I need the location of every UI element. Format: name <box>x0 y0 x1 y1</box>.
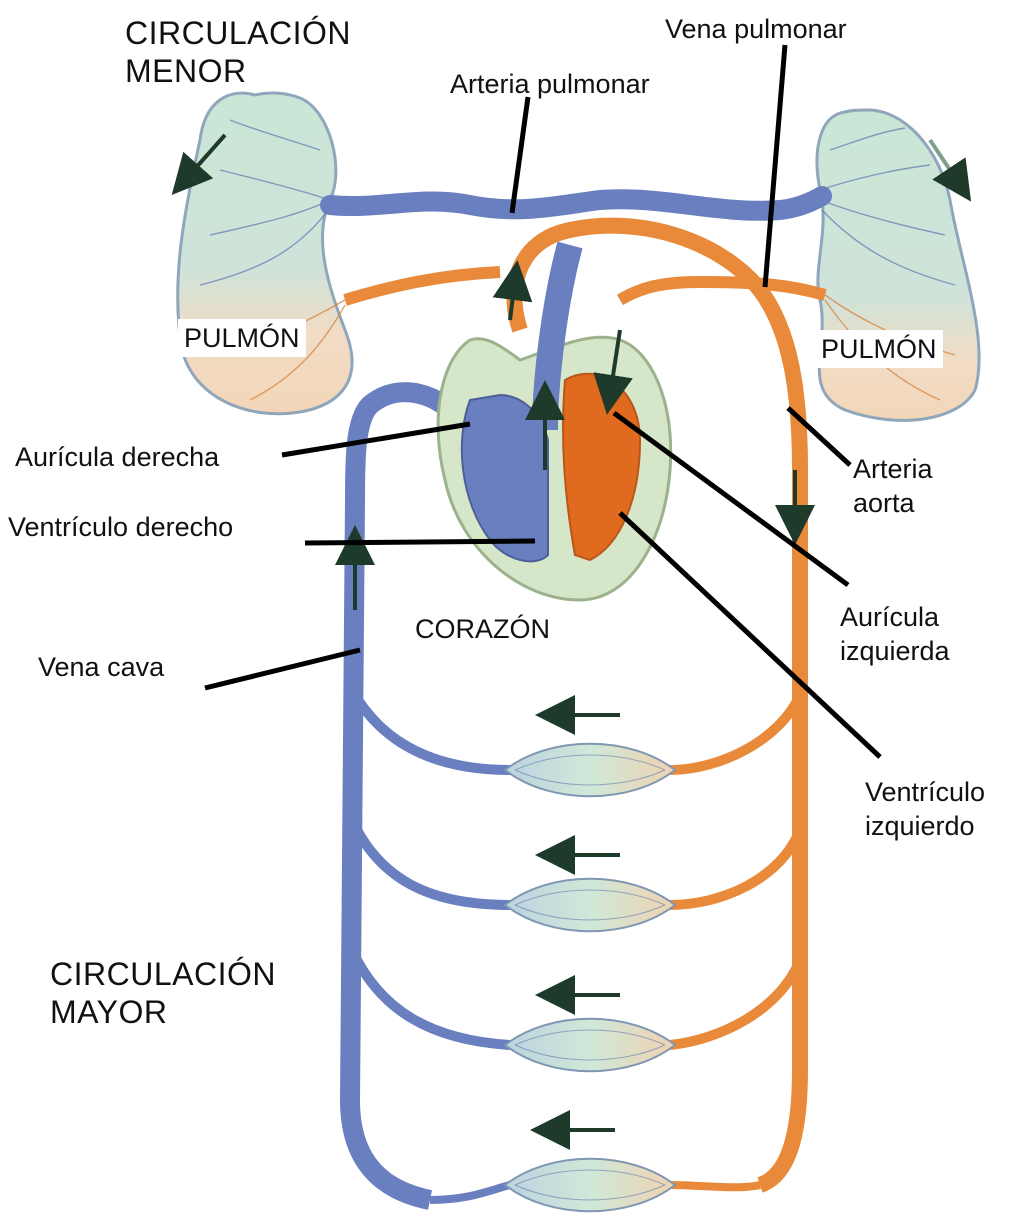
capillary-beds <box>505 744 675 1212</box>
auricula-izquierda-line1: Aurícula <box>840 600 950 634</box>
title-circulacion-mayor: CIRCULACIÓN MAYOR <box>50 955 276 1031</box>
title-mayor-line1: CIRCULACIÓN <box>50 955 276 993</box>
title-circulacion-menor: CIRCULACIÓN MENOR <box>125 14 351 90</box>
ventriculo-izquierdo-line2: izquierdo <box>865 809 985 843</box>
label-pulmon-left: PULMÓN <box>178 319 306 357</box>
label-corazon: CORAZÓN <box>415 612 550 646</box>
label-arteria-pulmonar: Arteria pulmonar <box>450 67 650 101</box>
label-arteria-aorta: Arteria aorta <box>853 452 933 520</box>
ventriculo-izquierdo-line1: Ventrículo <box>865 775 985 809</box>
title-mayor-line2: MAYOR <box>50 993 276 1031</box>
label-auricula-izquierda: Aurícula izquierda <box>840 600 950 668</box>
auricula-izquierda-line2: izquierda <box>840 634 950 668</box>
label-vena-cava: Vena cava <box>38 650 164 684</box>
label-pulmon-right: PULMÓN <box>815 330 943 368</box>
label-ventriculo-izquierdo: Ventrículo izquierdo <box>865 775 985 843</box>
left-lung <box>178 93 352 414</box>
pulmonary-artery <box>330 196 822 211</box>
title-menor-line1: CIRCULACIÓN <box>125 14 351 52</box>
title-menor-line2: MENOR <box>125 52 351 90</box>
label-auricula-derecha: Aurícula derecha <box>15 440 219 474</box>
vena-cava <box>350 392 460 1200</box>
arteria-aorta-line1: Arteria <box>853 452 933 486</box>
label-vena-pulmonar: Vena pulmonar <box>665 12 847 46</box>
arteria-aorta-line2: aorta <box>853 486 933 520</box>
label-ventriculo-derecho: Ventrículo derecho <box>8 510 233 544</box>
pulmonary-vein-right <box>620 282 825 300</box>
pulmonary-vein-left <box>345 272 500 300</box>
